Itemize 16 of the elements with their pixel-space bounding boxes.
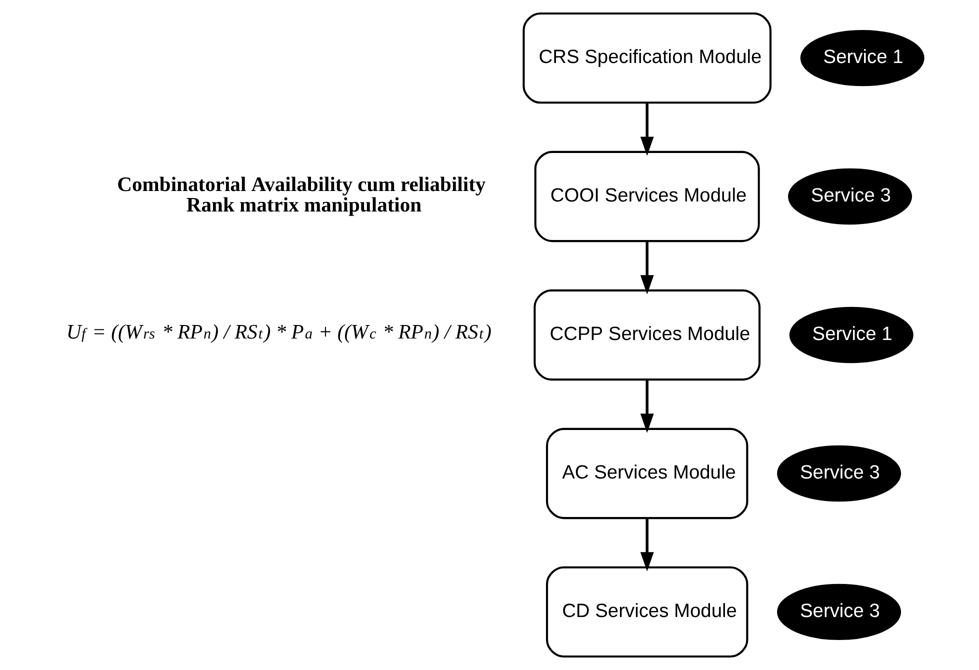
node-box: CRS Specification Module <box>522 12 772 104</box>
arrow <box>640 102 654 156</box>
arrow <box>640 380 654 433</box>
node-box: AC Services Module <box>546 428 748 520</box>
arrow <box>640 518 654 572</box>
node-ellipse: Service 3 <box>777 445 902 502</box>
node-ellipse: Service 3 <box>788 168 912 225</box>
label: Uf = ((Wrs * RPn) / RSt) * Pa + ((Wc * RPn) / RSt) <box>66 321 492 344</box>
node-box: CCPP Services Module <box>534 289 761 381</box>
node-box: COOI Services Module <box>534 150 760 242</box>
node-ellipse: Service 3 <box>777 584 902 640</box>
node-ellipse: Service 1 <box>800 30 924 86</box>
arrow <box>640 241 654 294</box>
label: Combinatorial Availability cum reliability Rank matrix manipulation <box>117 174 486 217</box>
node-ellipse: Service 1 <box>789 306 914 364</box>
node-box: CD Services Module <box>546 566 748 658</box>
